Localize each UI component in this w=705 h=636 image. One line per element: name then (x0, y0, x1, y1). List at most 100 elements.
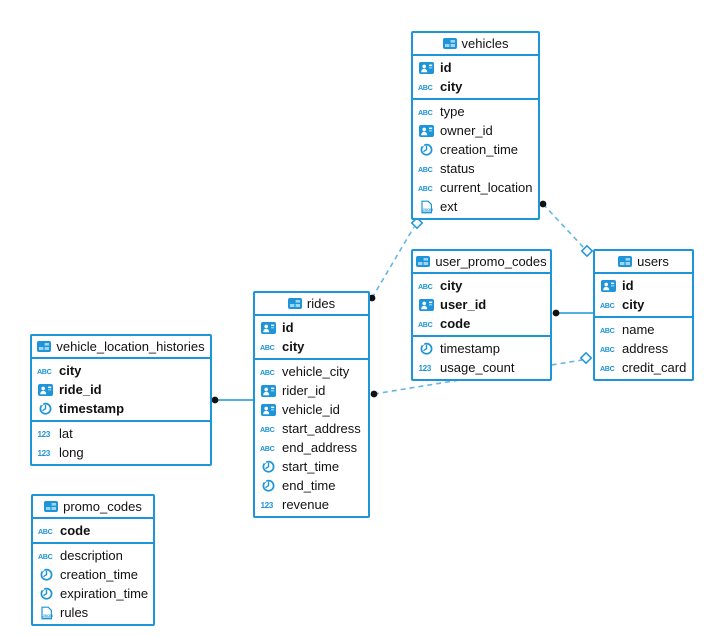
field-label: city (440, 79, 463, 94)
table-header-vehicle_location_histories[interactable]: vehicle_location_histories (32, 336, 210, 359)
svg-text:ABC: ABC (38, 527, 53, 536)
relation-rides-to-vehicles[interactable] (371, 226, 415, 299)
field-label: vehicle_id (282, 402, 340, 417)
abc-string-icon: ABC (418, 164, 435, 174)
field-label: status (440, 161, 475, 176)
123-number-icon: 123 (260, 499, 277, 510)
abc-string-icon: ABC (600, 344, 617, 354)
field-label: owner_id (440, 123, 493, 138)
table-header-promo_codes[interactable]: promo_codes (33, 496, 153, 519)
field-row-address[interactable]: ABC address (595, 339, 692, 358)
field-row-creation_time[interactable]: creation_time (413, 140, 538, 159)
abc-string-icon: ABC (418, 82, 435, 92)
relation-endpoint-dot (370, 390, 378, 398)
id-badge-icon (418, 61, 435, 74)
field-label: code (440, 316, 471, 331)
field-row-expiration_time[interactable]: expiration_time (33, 584, 153, 603)
clock-icon (418, 342, 435, 355)
svg-text:ABC: ABC (260, 444, 275, 453)
svg-text:ABC: ABC (37, 367, 52, 376)
field-row-timestamp[interactable]: timestamp (413, 339, 550, 358)
table-header-user_promo_codes[interactable]: user_promo_codes (413, 251, 550, 274)
abc-string-icon: ABC (600, 325, 617, 335)
table-header-rides[interactable]: rides (255, 293, 368, 316)
field-row-vehicle_id[interactable]: vehicle_id (255, 400, 368, 419)
svg-text:ABC: ABC (600, 364, 615, 373)
field-row-id[interactable]: id (413, 58, 538, 77)
field-row-user_id[interactable]: user_id (413, 295, 550, 314)
field-row-status[interactable]: ABC status (413, 159, 538, 178)
field-label: city (622, 297, 645, 312)
field-label: id (622, 278, 634, 293)
relation-vehicles-to-users[interactable] (542, 203, 585, 249)
svg-text:ABC: ABC (418, 184, 433, 193)
table-header-users[interactable]: users (595, 251, 692, 274)
id-badge-icon (600, 279, 617, 292)
123-number-icon: 123 (37, 428, 54, 439)
field-label: usage_count (440, 360, 515, 375)
clock-icon (260, 460, 277, 473)
id-badge-icon (260, 384, 277, 397)
table-header-vehicles[interactable]: vehicles (413, 33, 538, 56)
field-row-end_time[interactable]: end_time (255, 476, 368, 495)
field-label: ext (440, 199, 458, 214)
clock-icon (38, 587, 55, 600)
table-title: promo_codes (63, 499, 142, 514)
field-row-rider_id[interactable]: rider_id (255, 381, 368, 400)
table-grid-icon (618, 256, 633, 267)
field-row-ride_id[interactable]: ride_id (32, 380, 210, 399)
table-title: rides (306, 296, 336, 311)
relation-endpoint-dot (552, 309, 560, 317)
svg-text:123: 123 (38, 430, 51, 439)
field-row-id[interactable]: id (255, 318, 368, 337)
field-row-owner_id[interactable]: owner_id (413, 121, 538, 140)
field-row-creation_time[interactable]: creation_time (33, 565, 153, 584)
field-row-id[interactable]: id (595, 276, 692, 295)
svg-text:ABC: ABC (418, 165, 433, 174)
abc-string-icon: ABC (260, 424, 277, 434)
field-row-timestamp[interactable]: timestamp (32, 399, 210, 418)
abc-string-icon: ABC (37, 366, 54, 376)
field-label: expiration_time (60, 586, 149, 601)
field-row-city[interactable]: ABC city (413, 77, 538, 96)
field-label: vehicle_city (282, 364, 350, 379)
svg-text:ABC: ABC (260, 425, 275, 434)
field-label: creation_time (60, 567, 139, 582)
table-title: vehicles (461, 36, 509, 51)
id-badge-icon (418, 124, 435, 137)
table-title: vehicle_location_histories (56, 339, 205, 354)
field-row-start_time[interactable]: start_time (255, 457, 368, 476)
field-label: address (622, 341, 669, 356)
